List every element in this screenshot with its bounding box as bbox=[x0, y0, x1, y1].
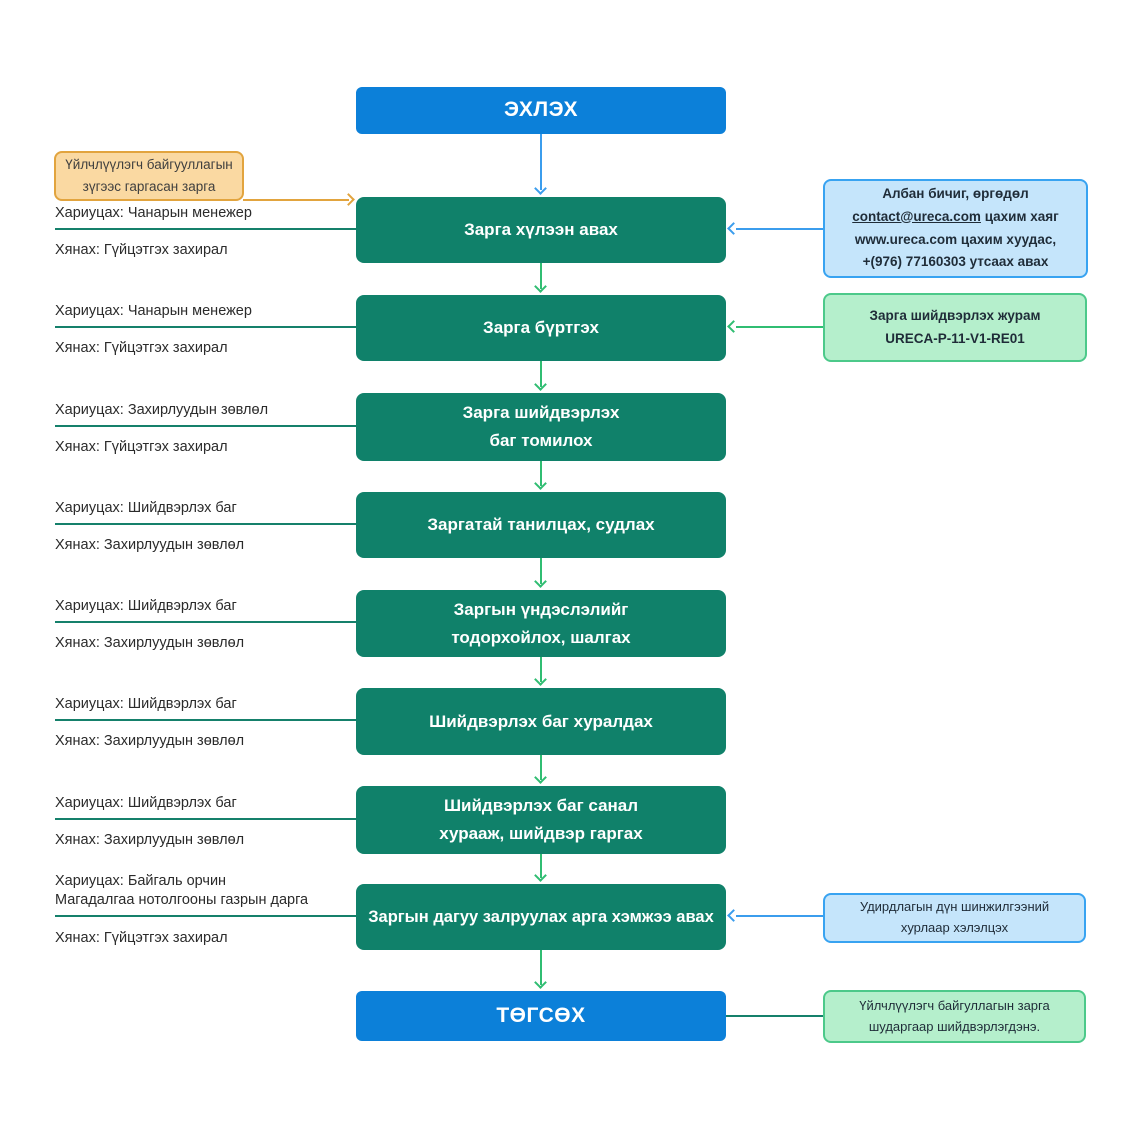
responsible-label: Хариуцах: Чанарын менежер bbox=[55, 205, 252, 221]
reviewer-label: Хянах: Гүйцэтгэх захирал bbox=[55, 340, 228, 356]
note-line: зүгээс гаргасан зарга bbox=[82, 179, 216, 194]
flow-node-label: Шийдвэрлэх баг хуралдах bbox=[429, 711, 653, 731]
note-line: www.ureca.com цахим хуудас, bbox=[854, 231, 1057, 247]
connector-start-to-step1 bbox=[540, 134, 542, 190]
flow-node-label: Заргын дагуу залруулах арга хэмжээ авах bbox=[368, 907, 714, 926]
annotation-connector-line bbox=[55, 818, 356, 820]
flow-node-label: Зарга хүлээн авах bbox=[464, 220, 618, 240]
responsible-label: Хариуцах: Шийдвэрлэх баг bbox=[55, 500, 237, 516]
arrow-down-icon bbox=[534, 673, 547, 686]
flow-node-start: ЭХЛЭХ bbox=[356, 87, 726, 134]
responsible-label: Хариуцах: Чанарын менежер bbox=[55, 303, 252, 319]
note-line: Үйлчлүүлэгч байгууллагын bbox=[65, 157, 233, 173]
connector-step5-to-step6 bbox=[540, 657, 542, 682]
annotation-connector-line bbox=[55, 915, 356, 917]
arrow-left-icon bbox=[727, 320, 740, 333]
annotation-connector-line bbox=[55, 621, 356, 623]
email-link[interactable]: contact@ureca.com bbox=[852, 208, 981, 224]
responsible-label: Хариуцах: Шийдвэрлэх баг bbox=[55, 696, 237, 712]
arrow-down-icon bbox=[534, 477, 547, 490]
responsible-label-line2: Магадалгаа нотолгооны газрын дарга bbox=[55, 892, 309, 908]
note-line: хурлаар хэлэлцэх bbox=[900, 920, 1009, 935]
note-line: шударгаар шийдвэрлэгдэнэ. bbox=[868, 1018, 1041, 1034]
connector-step3-to-step4 bbox=[540, 461, 542, 486]
arrow-down-icon bbox=[534, 280, 547, 293]
annotation-connector-line bbox=[55, 425, 356, 427]
note-line: Үйлчлүүлэгч байгуллагын зарга bbox=[859, 997, 1050, 1013]
arrow-left-icon bbox=[727, 909, 740, 922]
flow-node-label: Шийдвэрлэх баг санал bbox=[443, 796, 639, 816]
reviewer-label: Хянах: Гүйцэтгэх захирал bbox=[55, 439, 228, 455]
reviewer-label: Хянах: Захирлуудын зөвлөл bbox=[55, 733, 245, 749]
flow-node-label: Зарга бүртгэх bbox=[483, 318, 599, 338]
flow-node-label: ЭХЛЭХ bbox=[503, 98, 579, 122]
responsible-label: Хариуцах: Байгаль орчин Магадалгаа нотол… bbox=[55, 872, 355, 910]
note-line: +(976) 77160303 утсаах авах bbox=[862, 254, 1049, 270]
arrow-down-icon bbox=[534, 575, 547, 588]
note-line: Удирдлагын дүн шинжилгээний bbox=[859, 899, 1050, 915]
connector-step8-to-end bbox=[540, 950, 542, 985]
responsible-label-line1: Хариуцах: Байгаль орчин bbox=[55, 873, 227, 889]
connector-step2-to-step3 bbox=[540, 361, 542, 387]
flow-node-team-meeting: Шийдвэрлэх баг хуралдах bbox=[356, 688, 726, 755]
annotation-connector-line bbox=[55, 719, 356, 721]
flow-node-receive-complaint: Зарга хүлээн авах bbox=[356, 197, 726, 263]
note-line: URECA-P-11-V1-RE01 bbox=[885, 330, 1025, 346]
responsible-label: Хариуцах: Шийдвэрлэх баг bbox=[55, 598, 237, 614]
flow-node-label: Заргатай танилцах, судлах bbox=[427, 515, 655, 535]
flow-node-label: ТӨГСӨХ bbox=[496, 1003, 586, 1027]
connector-complaint-to-step1 bbox=[243, 199, 349, 201]
flow-node-label: баг томилох bbox=[489, 431, 593, 450]
note-outcome: Үйлчлүүлэгч байгуллагын зарга шударгаар … bbox=[823, 990, 1086, 1043]
flow-node-label: Зарга шийдвэрлэх bbox=[462, 403, 620, 423]
connector-procedure-to-step2 bbox=[736, 326, 823, 328]
connector-end-to-outcome bbox=[726, 1015, 823, 1017]
arrow-down-icon bbox=[534, 378, 547, 391]
flow-node-vote-decide: Шийдвэрлэх баг санал хурааж, шийдвэр гар… bbox=[356, 786, 726, 854]
note-line: Зарга шийдвэрлэх журам bbox=[869, 307, 1041, 323]
reviewer-label: Хянах: Захирлуудын зөвлөл bbox=[55, 635, 245, 651]
note-line: Албан бичиг, өргөдөл bbox=[882, 185, 1029, 201]
flow-node-corrective-action: Заргын дагуу залруулах арга хэмжээ авах bbox=[356, 884, 726, 950]
reviewer-label: Хянах: Захирлуудын зөвлөл bbox=[55, 537, 245, 553]
arrow-down-icon bbox=[534, 771, 547, 784]
arrow-down-icon bbox=[534, 869, 547, 882]
note-contact-channels: Албан бичиг, өргөдөл contact@ureca.com ц… bbox=[823, 179, 1088, 278]
annotation-connector-line bbox=[55, 326, 356, 328]
reviewer-label: Хянах: Гүйцэтгэх захирал bbox=[55, 242, 228, 258]
flow-node-appoint-team: Зарга шийдвэрлэх баг томилох bbox=[356, 393, 726, 461]
connector-step1-to-step2 bbox=[540, 263, 542, 289]
connector-contact-to-step1 bbox=[736, 228, 823, 230]
annotation-connector-line bbox=[55, 228, 356, 230]
flow-node-register-complaint: Зарга бүртгэх bbox=[356, 295, 726, 361]
note-procedure-document: Зарга шийдвэрлэх журам URECA-P-11-V1-RE0… bbox=[823, 293, 1087, 362]
responsible-label: Хариуцах: Захирлуудын зөвлөл bbox=[55, 402, 269, 418]
note-management-review: Удирдлагын дүн шинжилгээний хурлаар хэлэ… bbox=[823, 893, 1086, 943]
connector-management-to-step8 bbox=[736, 915, 823, 917]
connector-step7-to-step8 bbox=[540, 854, 542, 878]
note-complaint-source: Үйлчлүүлэгч байгууллагын зүгээс гаргасан… bbox=[54, 151, 244, 201]
flow-node-label: хурааж, шийдвэр гаргах bbox=[439, 824, 643, 843]
flow-node-label: Заргын үндэслэлийг bbox=[453, 599, 629, 619]
arrow-down-icon bbox=[534, 182, 547, 195]
flow-node-label: тодорхойлох, шалгах bbox=[451, 627, 631, 647]
arrow-down-icon bbox=[534, 976, 547, 989]
responsible-label: Хариуцах: Шийдвэрлэх баг bbox=[55, 795, 237, 811]
flow-node-verify-grounds: Заргын үндэслэлийг тодорхойлох, шалгах bbox=[356, 590, 726, 657]
flow-node-end: ТӨГСӨХ bbox=[356, 991, 726, 1041]
reviewer-label: Хянах: Гүйцэтгэх захирал bbox=[55, 930, 228, 946]
connector-step4-to-step5 bbox=[540, 558, 542, 584]
connector-step6-to-step7 bbox=[540, 755, 542, 780]
note-line: contact@ureca.com цахим хаяг bbox=[825, 206, 1086, 229]
annotation-connector-line bbox=[55, 523, 356, 525]
note-line-rest: цахим хаяг bbox=[980, 208, 1059, 224]
reviewer-label: Хянах: Захирлуудын зөвлөл bbox=[55, 832, 245, 848]
arrow-left-icon bbox=[727, 222, 740, 235]
flow-node-review-complaint: Заргатай танилцах, судлах bbox=[356, 492, 726, 558]
